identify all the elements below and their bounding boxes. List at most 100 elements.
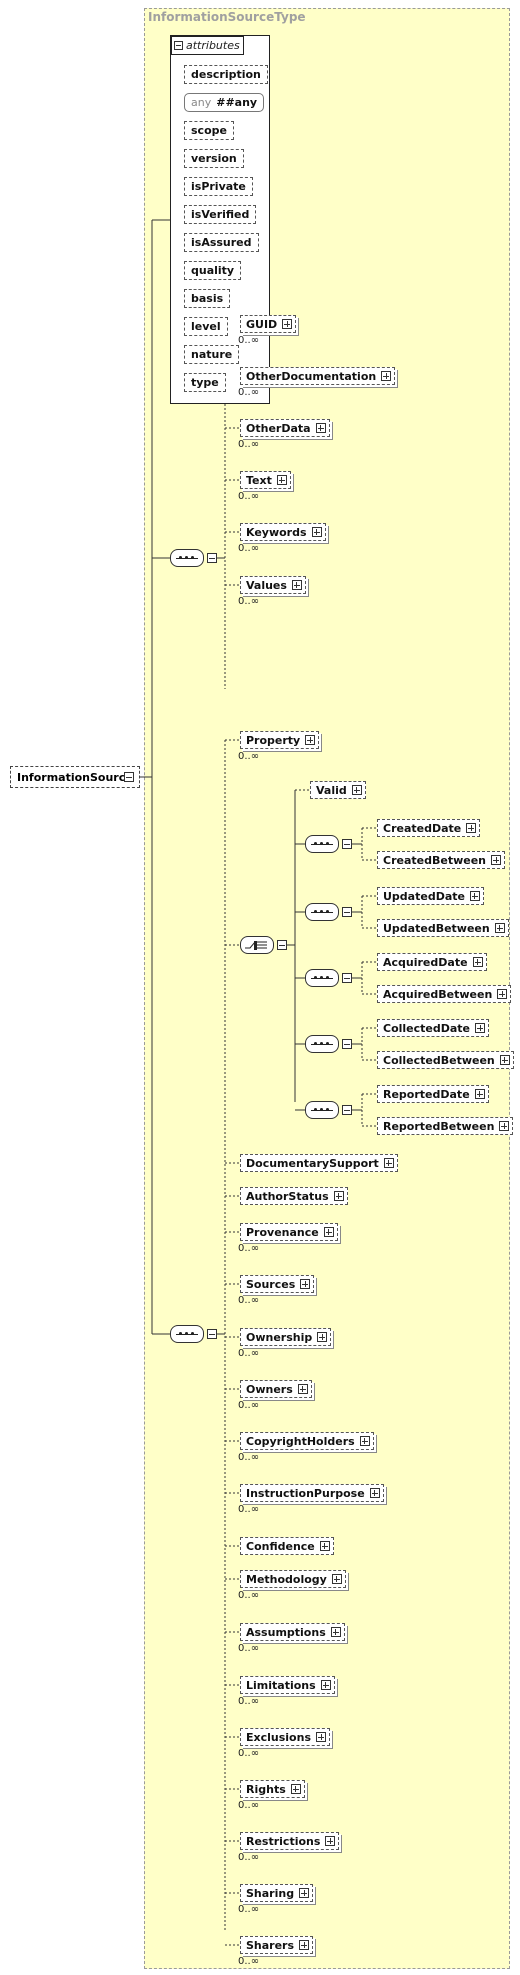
- expand-icon[interactable]: [497, 989, 508, 999]
- element-reportedbetween[interactable]: ReportedBetween: [377, 1117, 514, 1135]
- expand-icon[interactable]: [491, 855, 501, 865]
- element-assumptions[interactable]: Assumptions: [240, 1623, 345, 1641]
- attribute-isassured[interactable]: isAssured: [184, 233, 259, 252]
- element-ownership[interactable]: Ownership: [240, 1328, 332, 1346]
- attribute-type[interactable]: type: [184, 373, 226, 392]
- expand-icon[interactable]: [290, 1784, 301, 1794]
- element-limitations[interactable]: Limitations: [240, 1676, 335, 1694]
- expand-icon[interactable]: [474, 1089, 485, 1099]
- choice-compositor[interactable]: [240, 936, 274, 954]
- collapse-icon[interactable]: [174, 41, 183, 50]
- attribute-nature[interactable]: nature: [184, 345, 240, 364]
- expand-icon[interactable]: [317, 1332, 328, 1342]
- expand-icon[interactable]: [316, 1732, 326, 1742]
- element-guid[interactable]: GUID: [240, 315, 297, 333]
- element-createdbetween[interactable]: CreatedBetween: [377, 851, 505, 869]
- element-collecteddate[interactable]: CollectedDate: [377, 1019, 490, 1037]
- attribute-quality[interactable]: quality: [184, 261, 242, 280]
- attribute-scope[interactable]: scope: [184, 121, 234, 140]
- attribute-basis[interactable]: basis: [184, 289, 231, 308]
- expand-icon[interactable]: [494, 923, 505, 933]
- attribute-level[interactable]: level: [184, 317, 228, 336]
- attribute-isprivate[interactable]: isPrivate: [184, 177, 253, 196]
- element-instructionpurpose[interactable]: InstructionPurpose: [240, 1484, 384, 1502]
- collapse-icon[interactable]: [342, 907, 352, 917]
- expand-icon[interactable]: [323, 1227, 334, 1237]
- collapse-icon[interactable]: [207, 1329, 217, 1339]
- expand-icon[interactable]: [311, 527, 322, 537]
- expand-icon[interactable]: [319, 1541, 330, 1551]
- expand-icon[interactable]: [299, 1940, 310, 1950]
- expand-icon[interactable]: [299, 1888, 310, 1898]
- element-owners[interactable]: Owners: [240, 1380, 312, 1398]
- collapse-icon[interactable]: [342, 973, 352, 983]
- collapse-icon[interactable]: [277, 940, 287, 950]
- element-acquireddate[interactable]: AcquiredDate: [377, 953, 487, 971]
- element-sharing[interactable]: Sharing: [240, 1884, 314, 1902]
- element-methodology[interactable]: Methodology: [240, 1570, 346, 1588]
- collapse-icon[interactable]: [342, 1039, 352, 1049]
- collapse-icon[interactable]: [207, 553, 217, 563]
- attribute-version[interactable]: version: [184, 149, 244, 168]
- element-provenance[interactable]: Provenance: [240, 1223, 338, 1241]
- element-authorstatus[interactable]: AuthorStatus: [240, 1187, 348, 1205]
- element-property[interactable]: Property: [240, 731, 320, 749]
- sequence-compositor-date-3[interactable]: [305, 969, 339, 987]
- collapse-icon[interactable]: [342, 839, 352, 849]
- element-values[interactable]: Values: [240, 576, 306, 594]
- expand-icon[interactable]: [475, 1023, 486, 1033]
- element-collectedbetween[interactable]: CollectedBetween: [377, 1051, 514, 1069]
- attribute-any[interactable]: any##any: [184, 93, 265, 112]
- attribute-isverified[interactable]: isVerified: [184, 205, 257, 224]
- element-text[interactable]: Text: [240, 471, 291, 489]
- element-sources[interactable]: Sources: [240, 1275, 315, 1293]
- element-reporteddate[interactable]: ReportedDate: [377, 1085, 489, 1103]
- expand-icon[interactable]: [369, 1488, 380, 1498]
- expand-icon[interactable]: [320, 1680, 331, 1690]
- expand-icon[interactable]: [331, 1574, 342, 1584]
- sequence-compositor-date-4[interactable]: [305, 1035, 339, 1053]
- element-createddate[interactable]: CreatedDate: [377, 819, 481, 837]
- expand-icon[interactable]: [351, 785, 362, 795]
- element-exclusions[interactable]: Exclusions: [240, 1728, 330, 1746]
- sequence-compositor-date-5[interactable]: [305, 1101, 339, 1119]
- element-sharers[interactable]: Sharers: [240, 1936, 314, 1954]
- element-otherdocumentation[interactable]: OtherDocumentation: [240, 367, 396, 385]
- element-updateddate[interactable]: UpdatedDate: [377, 887, 484, 905]
- element-valid[interactable]: Valid: [310, 781, 366, 799]
- element-updatedbetween[interactable]: UpdatedBetween: [377, 919, 509, 937]
- expand-icon[interactable]: [469, 891, 480, 901]
- expand-icon[interactable]: [381, 371, 392, 381]
- expand-icon[interactable]: [325, 1836, 336, 1846]
- sequence-compositor-2[interactable]: [170, 1325, 204, 1343]
- element-restrictions[interactable]: Restrictions: [240, 1832, 340, 1850]
- sequence-compositor-1[interactable]: [170, 549, 204, 567]
- expand-icon[interactable]: [276, 475, 287, 485]
- expand-icon[interactable]: [300, 1279, 311, 1289]
- element-copyrightholders[interactable]: CopyrightHolders: [240, 1432, 374, 1450]
- element-otherdata[interactable]: OtherData: [240, 419, 330, 437]
- root-collapse-icon[interactable]: [124, 772, 134, 782]
- element-acquiredbetween[interactable]: AcquiredBetween: [377, 985, 512, 1003]
- element-rights[interactable]: Rights: [240, 1780, 305, 1798]
- expand-icon[interactable]: [472, 957, 483, 967]
- expand-icon[interactable]: [291, 580, 302, 590]
- expand-icon[interactable]: [499, 1055, 510, 1065]
- root-element[interactable]: InformationSource: [10, 766, 140, 788]
- expand-icon[interactable]: [466, 823, 477, 833]
- attributes-tab[interactable]: attributes: [171, 36, 244, 55]
- expand-icon[interactable]: [282, 319, 293, 329]
- expand-icon[interactable]: [297, 1384, 308, 1394]
- expand-icon[interactable]: [330, 1627, 341, 1637]
- attribute-description[interactable]: description: [184, 65, 268, 84]
- expand-icon[interactable]: [315, 423, 326, 433]
- element-confidence[interactable]: Confidence: [240, 1537, 334, 1555]
- expand-icon[interactable]: [305, 735, 316, 745]
- expand-icon[interactable]: [359, 1436, 370, 1446]
- element-keywords[interactable]: Keywords: [240, 523, 326, 541]
- expand-icon[interactable]: [499, 1121, 510, 1131]
- expand-icon[interactable]: [333, 1191, 344, 1201]
- sequence-compositor-date-2[interactable]: [305, 903, 339, 921]
- element-documentarysupport[interactable]: DocumentarySupport: [240, 1154, 398, 1172]
- expand-icon[interactable]: [383, 1158, 394, 1168]
